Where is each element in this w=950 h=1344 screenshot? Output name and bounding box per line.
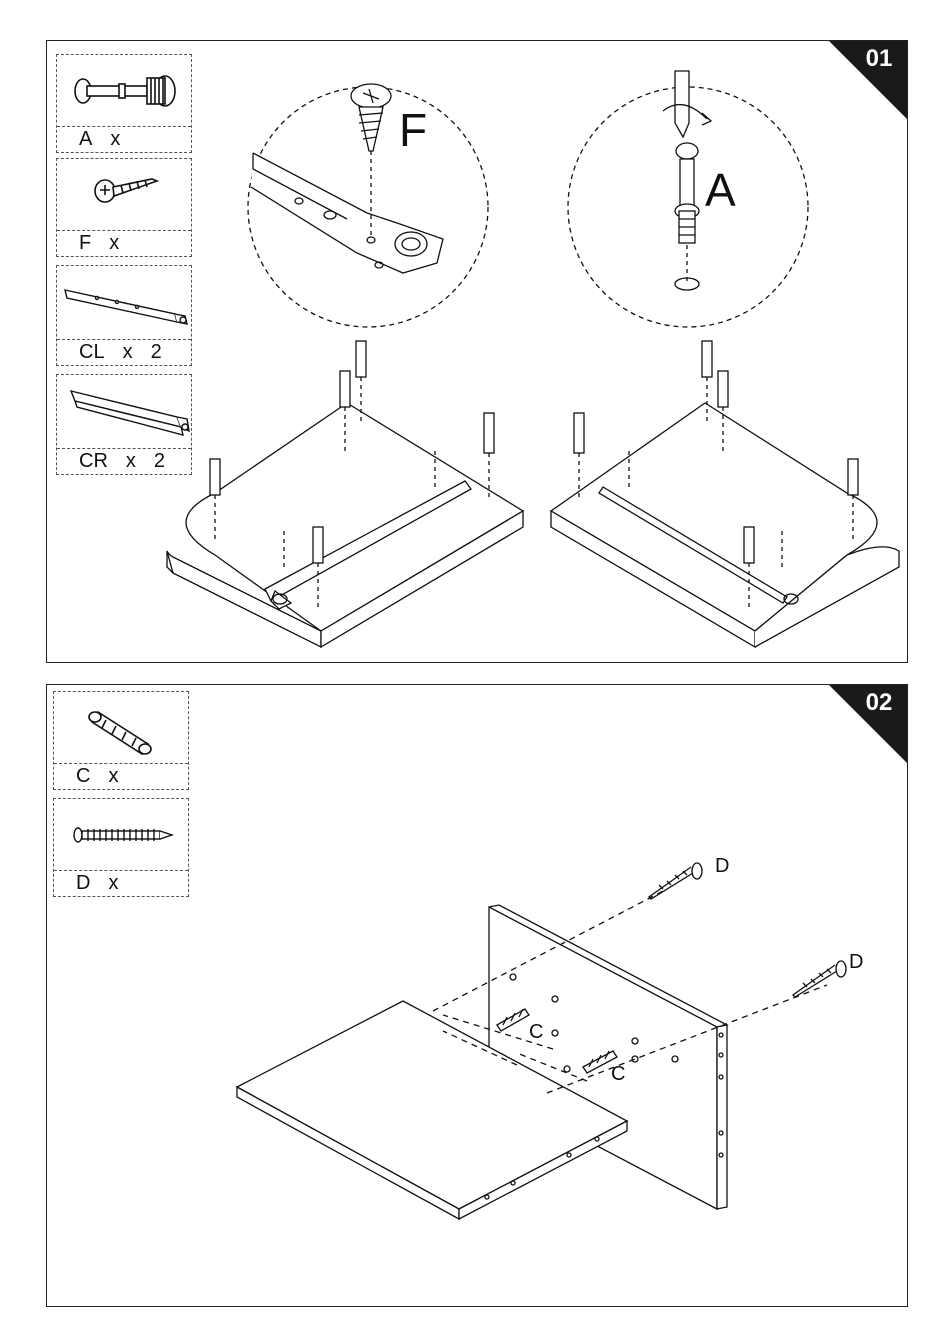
label-c-left: C xyxy=(529,1021,543,1044)
callout-f: F xyxy=(399,103,427,157)
step-02-panel: 02 C x xyxy=(46,684,908,1307)
label-c-right: C xyxy=(611,1063,625,1086)
callout-a: A xyxy=(705,163,736,217)
label-d-top: D xyxy=(715,855,729,878)
step-01-panel: 01 A x xyxy=(46,40,908,663)
label-d-bottom: D xyxy=(849,951,863,974)
step-02-illustration xyxy=(47,685,907,1306)
step-01-illustration xyxy=(47,41,907,662)
